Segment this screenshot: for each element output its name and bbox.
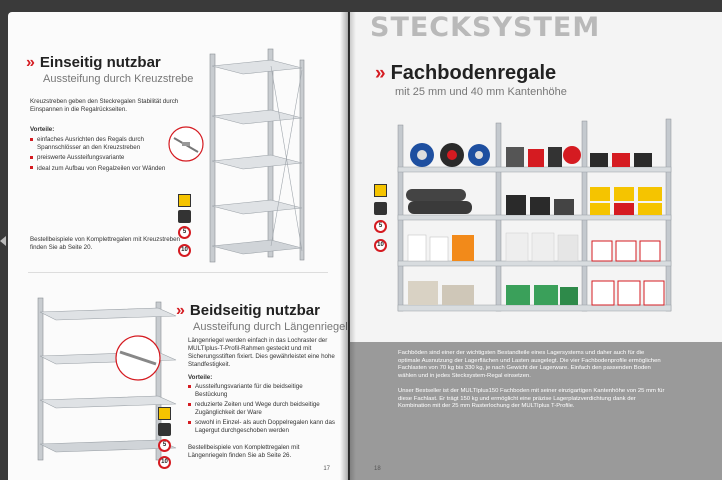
load-class-icon bbox=[178, 194, 191, 207]
list-item: reduzierte Zeiten und Wege durch beidsei… bbox=[188, 401, 336, 416]
assembly-icon bbox=[374, 202, 387, 215]
right-title: Fachbodenregale bbox=[390, 62, 557, 84]
section1-vorteile-label: Vorteile: bbox=[30, 126, 55, 133]
section1-note: Bestellbeispiele von Komplettregalen mit… bbox=[30, 236, 180, 251]
section2-note: Bestellbeispiele von Komplettregalen mit… bbox=[188, 444, 300, 459]
shelf-longitudinal-image bbox=[37, 297, 177, 461]
left-page: »Einseitig nutzbar Aussteifung durch Kre… bbox=[8, 12, 348, 480]
load-class-icon bbox=[374, 184, 387, 197]
section1-description: Kreuzstreben geben den Steckregalen Stab… bbox=[30, 98, 179, 113]
right-paragraph-1: Fachböden sind einer der wichtigsten Bes… bbox=[398, 350, 661, 379]
assembly-icon bbox=[178, 210, 191, 223]
warranty-5-badge: 5 bbox=[158, 439, 171, 452]
warranty-5-badge: 5 bbox=[374, 220, 387, 233]
red-chevron-icon: » bbox=[176, 302, 185, 319]
warranty-5-badge: 5 bbox=[178, 226, 191, 239]
section1-subtitle: Aussteifung durch Kreuzstrebe bbox=[43, 73, 194, 85]
grey-info-band bbox=[350, 342, 722, 480]
section2-description: Längenriegel werden einfach in das Lochr… bbox=[188, 337, 335, 368]
red-chevron-icon: » bbox=[26, 54, 35, 71]
book-gutter bbox=[340, 12, 356, 480]
page-number: 17 bbox=[323, 466, 330, 472]
warranty-10-badge: 10 bbox=[374, 239, 387, 252]
fachboden-shelf-photo bbox=[394, 117, 676, 317]
list-item: einfaches Ausrichten des Regals durch Sp… bbox=[30, 136, 180, 151]
load-class-icon bbox=[158, 407, 171, 420]
assembly-icon bbox=[158, 423, 171, 436]
shelf-crossbrace-image bbox=[168, 48, 305, 263]
right-page: STECKSYSTEM »Fachbodenregale mit 25 mm u… bbox=[350, 12, 722, 480]
previous-page-arrow-icon[interactable] bbox=[0, 236, 6, 246]
list-item: Aussteifungsvariante für die beidseitige… bbox=[188, 383, 336, 398]
right-heading: »Fachbodenregale mit 25 mm und 40 mm Kan… bbox=[375, 62, 567, 98]
banner-title: STECKSYSTEM bbox=[370, 12, 601, 43]
section1-heading: »Einseitig nutzbar Aussteifung durch Kre… bbox=[26, 54, 193, 85]
red-chevron-icon: » bbox=[375, 63, 386, 84]
section2-vorteile-list: Aussteifungsvariante für die beidseitige… bbox=[188, 383, 336, 437]
right-paragraph-2: Unser Bestseller ist der MULTIplus150 Fa… bbox=[398, 388, 665, 409]
list-item: ideal zum Aufbau von Regalzeilen vor Wän… bbox=[30, 165, 180, 173]
section2-subtitle: Aussteifung durch Längenriegel bbox=[193, 321, 348, 333]
section1-vorteile-list: einfaches Ausrichten des Regals durch Sp… bbox=[30, 136, 180, 175]
section1-title: Einseitig nutzbar bbox=[39, 54, 161, 71]
warranty-10-badge: 10 bbox=[158, 456, 171, 469]
section-divider bbox=[28, 272, 328, 273]
right-subtitle: mit 25 mm und 40 mm Kantenhöhe bbox=[395, 86, 567, 98]
page-number: 18 bbox=[374, 466, 381, 472]
section2-title: Beidseitig nutzbar bbox=[189, 302, 320, 319]
section2-heading: »Beidseitig nutzbar Aussteifung durch Lä… bbox=[176, 302, 348, 333]
list-item: preiswerte Aussteifungsvariante bbox=[30, 154, 180, 162]
section2-vorteile-label: Vorteile: bbox=[188, 374, 213, 381]
warranty-10-badge: 10 bbox=[178, 244, 191, 257]
list-item: sowohl in Einzel- als auch Doppelregalen… bbox=[188, 419, 336, 434]
